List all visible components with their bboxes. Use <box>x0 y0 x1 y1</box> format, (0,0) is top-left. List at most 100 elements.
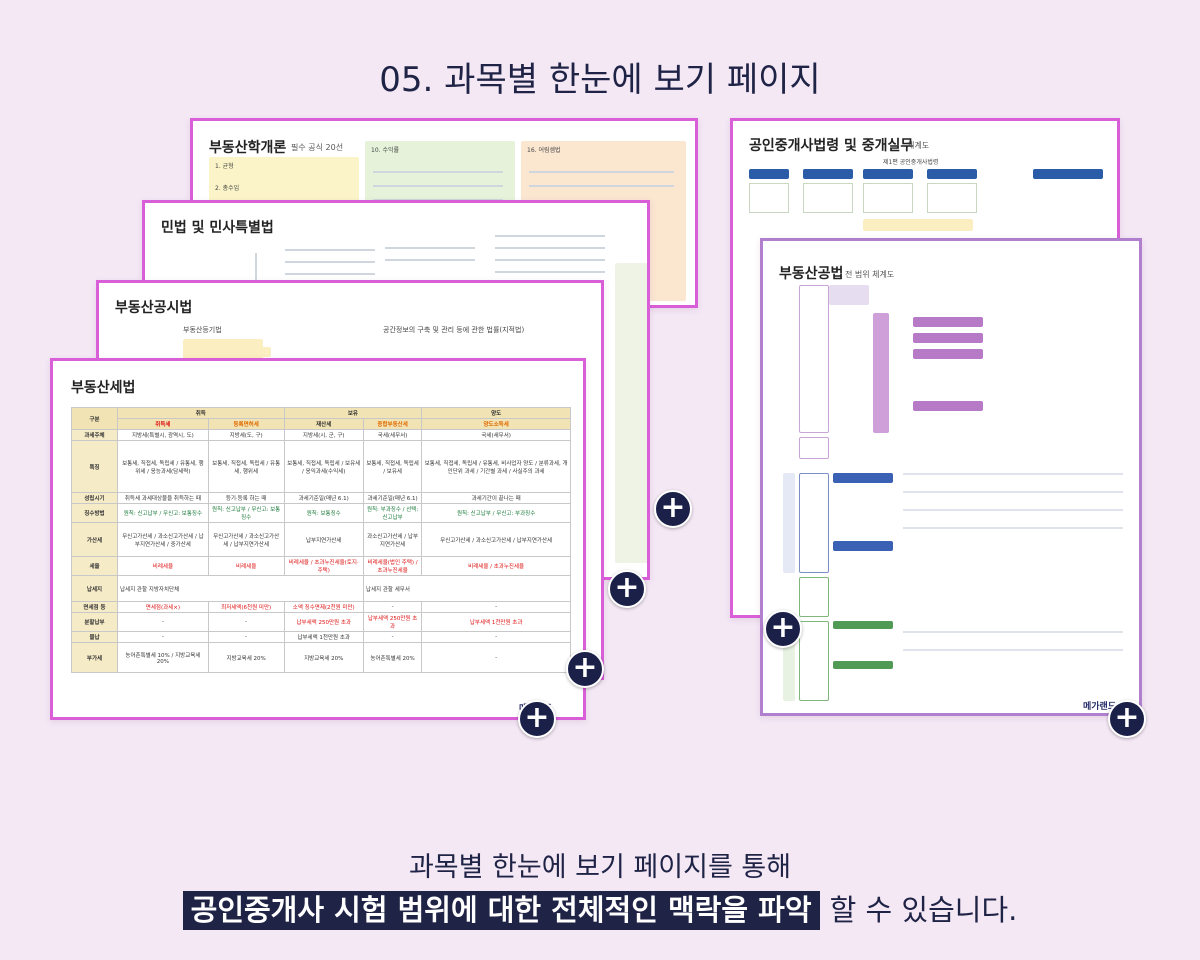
table-cell: 비례세율 <box>207 556 285 576</box>
plus-icon[interactable]: + <box>1108 700 1146 738</box>
table-group-header: 보유 <box>283 407 423 419</box>
table-cell: 보통세, 직접세, 독립세 / 유통세, 비사업자 양도 / 분류과세, 개인단… <box>421 440 571 493</box>
section-label: 1. 균형 <box>215 163 234 170</box>
table-cell: 보통세, 직접세, 독립세 / 유통세, 행위세 / 응능과세(담세력) <box>117 440 209 493</box>
plus-icon[interactable]: + <box>566 650 604 688</box>
table-cell: - <box>421 642 571 673</box>
table-cell: 납부세액 1천만원 초과 <box>421 612 571 632</box>
table-cell: - <box>421 601 571 613</box>
table-cell: 지방세(도, 구) <box>207 429 285 441</box>
table-header: 취득세 <box>117 418 209 430</box>
table-cell: 국세(세무서) <box>421 429 571 441</box>
table-row: 과세주체 지방세(특별시, 광역시, 도) 지방세(도, 구) 지방세(시, 군… <box>71 429 571 441</box>
table-row: 성립시기 취득세 과세대상물을 취득하는 때 등기·등록 하는 때 과세기준일(… <box>71 492 571 504</box>
section-label: 10. 수익률 <box>371 147 400 154</box>
page-heading: 05. 과목별 한눈에 보기 페이지 <box>379 60 821 100</box>
card-title: 부동산공법 <box>779 266 844 282</box>
table-cell: 납부세액 250만원 초과 <box>283 612 364 632</box>
table-cell: - <box>117 631 209 643</box>
table-row: 납세지 납세지 관할 지방자치단체 납세지 관할 세무서 <box>71 575 572 602</box>
table-cell: 원칙: 보통징수 <box>283 503 364 523</box>
table-cell: 납세지 관할 지방자치단체 <box>117 575 364 602</box>
table-cell: - <box>362 601 423 613</box>
card-title: 부동산세법 <box>71 380 136 396</box>
card-tax-law[interactable]: 부동산세법 구분 취득 보유 양도 취득세 등록면허세 재산세 종합부동산세 양… <box>50 358 586 720</box>
table-cell: 원칙: 신고납부 / 무신고: 보통징수 <box>207 503 285 523</box>
card-title: 민법 및 민사특별법 <box>161 220 274 236</box>
table-cell: 납부세액 1천만원 초과 <box>283 631 364 643</box>
table-cell: 취득세 과세대상물을 취득하는 때 <box>117 492 209 504</box>
card-subtitle: 체계도 <box>907 141 930 150</box>
brand-logo: 메가랜드 <box>1083 702 1117 712</box>
section-label: 16. 어림셈법 <box>527 147 561 154</box>
row-label: 분할납부 <box>71 612 118 632</box>
table-header: 재산세 <box>283 418 364 430</box>
table-cell: 소액 징수면제(2천원 미만) <box>283 601 364 613</box>
table-row: 가산세 무신고가산세 / 과소신고가산세 / 납부지연가산세 / 중가산세 무신… <box>71 522 571 557</box>
cadastral-law-label: 공간정보의 구축 및 관리 등에 관한 법률(지적법) <box>383 326 525 334</box>
table-cell: 지방교육세 20% <box>207 642 285 673</box>
summary-tail: 할 수 있습니다. <box>829 893 1018 927</box>
table-cell: 납부지연가산세 <box>283 522 364 557</box>
table-cell: 지방세(특별시, 광역시, 도) <box>117 429 209 441</box>
table-cell: 납부세액 250만원 초과 <box>362 612 423 632</box>
table-row: 물납 - - 납부세액 1천만원 초과 - - <box>71 631 571 643</box>
card-public-law[interactable]: 부동산공법 전 범위 체계도 메가랜드 <box>760 238 1142 716</box>
registry-law-label: 부동산등기법 <box>183 326 222 334</box>
table-header: 양도소득세 <box>421 418 571 430</box>
row-label: 징수방법 <box>71 503 118 523</box>
table-cell: 등기·등록 하는 때 <box>207 492 285 504</box>
table-cell: 원칙: 신고납부 / 무신고: 부과징수 <box>421 503 571 523</box>
row-label: 가산세 <box>71 522 118 557</box>
table-cell: 보통세, 직접세, 독립세 / 보유세 / 응익과세(수익세) <box>283 440 364 493</box>
table-cell: 농어촌특별세 20% <box>362 642 423 673</box>
plus-icon[interactable]: + <box>518 700 556 738</box>
table-header: 구분 <box>71 407 118 430</box>
plus-icon[interactable]: + <box>764 610 802 648</box>
table-cell: 무신고가산세 / 과소신고가산세 / 납부지연가산세 <box>421 522 571 557</box>
table-cell: 원칙: 부과징수 / 선택: 신고납부 <box>362 503 423 523</box>
tax-comparison-table: 구분 취득 보유 양도 취득세 등록면허세 재산세 종합부동산세 양도소득세 과… <box>71 407 572 673</box>
chart-center-label: 제1편 공인중개사법령 <box>883 159 939 166</box>
bottom-summary: 공인중개사 시험 범위에 대한 전체적인 맥락을 파악 할 수 있습니다. <box>0 887 1200 930</box>
card-subtitle: 필수 공식 20선 <box>291 143 344 152</box>
table-cell: 과소신고가산세 / 납부지연가산세 <box>362 522 423 557</box>
table-header: 종합부동산세 <box>362 418 423 430</box>
table-cell: - <box>421 631 571 643</box>
table-cell: - <box>207 631 285 643</box>
table-cell: - <box>117 612 209 632</box>
row-label: 과세주체 <box>71 429 118 441</box>
table-cell: 보통세, 직접세, 독립세 / 보유세 <box>362 440 423 493</box>
table-row: 부가세 농어촌특별세 10% / 지방교육세 20% 지방교육세 20% 지방교… <box>71 642 571 673</box>
table-group-header: 취득 <box>117 407 285 419</box>
row-label: 세율 <box>71 556 118 576</box>
card-title: 공인중개사법령 및 중개실무 <box>749 138 914 154</box>
row-label: 성립시기 <box>71 492 118 504</box>
plus-icon[interactable]: + <box>654 490 692 528</box>
table-cell: 보통세, 직접세, 독립세 / 유통세, 행위세 <box>207 440 285 493</box>
section-label: 2. 총수입 <box>215 185 240 192</box>
table-cell: 과세기준일(매년 6.1) <box>362 492 423 504</box>
row-label: 부가세 <box>71 642 118 673</box>
plus-icon[interactable]: + <box>608 570 646 608</box>
table-cell: 과세기준일(매년 6.1) <box>283 492 364 504</box>
table-group-header: 양도 <box>421 407 571 419</box>
table-row: 징수방법 원칙: 신고납부 / 무신고: 보통징수 원칙: 신고납부 / 무신고… <box>71 503 571 523</box>
card-subtitle: 전 범위 체계도 <box>845 270 895 279</box>
table-cell: 면세점(과세×) <box>117 601 209 613</box>
table-row: 면세점 등 면세점(과세×) 최저세액(6천원 미만) 소액 징수면제(2천원 … <box>71 601 571 613</box>
card-title: 부동산공시법 <box>115 300 193 316</box>
row-label: 특징 <box>71 440 118 493</box>
table-cell: 과세기간이 끝나는 때 <box>421 492 571 504</box>
row-label: 납세지 <box>71 575 118 602</box>
card-title: 부동산학개론 <box>209 140 287 156</box>
table-row: 특징 보통세, 직접세, 독립세 / 유통세, 행위세 / 응능과세(담세력) … <box>71 440 571 493</box>
table-cell: 무신고가산세 / 과소신고가산세 / 납부지연가산세 <box>207 522 285 557</box>
table-cell: 국세(세무서) <box>362 429 423 441</box>
table-cell: 지방교육세 20% <box>283 642 364 673</box>
row-label: 물납 <box>71 631 118 643</box>
table-cell: 비례세율 / 초과누진세율(토지·주택) <box>283 556 364 576</box>
table-cell: 지방세(시, 군, 구) <box>283 429 364 441</box>
table-cell: 농어촌특별세 10% / 지방교육세 20% <box>117 642 209 673</box>
table-cell: - <box>362 631 423 643</box>
